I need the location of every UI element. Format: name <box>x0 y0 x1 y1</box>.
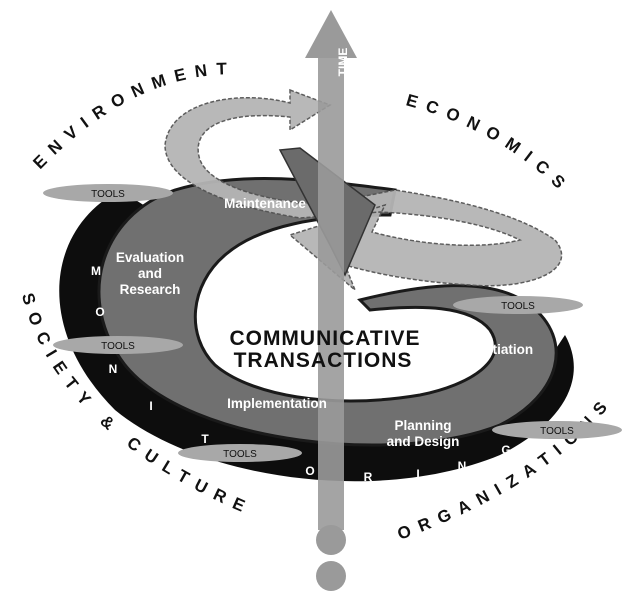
time-dot-2 <box>316 561 346 591</box>
tools-oval-right-lower: TOOLS <box>492 421 622 439</box>
tools-label: TOOLS <box>540 426 574 437</box>
monitoring-letter: O <box>95 305 104 319</box>
phase-evaluation-line-1: Evaluation <box>116 250 184 265</box>
monitoring-letter: M <box>91 264 101 278</box>
tools-label: TOOLS <box>223 449 257 460</box>
monitoring-letter: G <box>501 443 510 457</box>
tools-label: TOOLS <box>501 301 535 312</box>
tools-oval-bottom-left: TOOLS <box>178 444 302 462</box>
time-label: TIME <box>336 48 350 77</box>
phase-evaluation-line-2: and <box>138 266 162 281</box>
phase-evaluation-line-3: Research <box>120 282 181 297</box>
time-dot-1 <box>316 525 346 555</box>
center-title-line-1: COMMUNICATIVE <box>229 327 420 350</box>
phase-planning-line-1: Planning <box>395 418 452 433</box>
monitoring-letter: N <box>458 459 467 473</box>
maintenance-arrow <box>164 88 563 291</box>
monitoring-letter: N <box>109 362 118 376</box>
tools-oval-right-upper: TOOLS <box>453 296 583 314</box>
tools-label: TOOLS <box>91 189 125 200</box>
time-arrow-head <box>305 10 357 58</box>
tools-oval-top-left: TOOLS <box>43 184 173 202</box>
monitoring-letter: T <box>201 432 209 446</box>
phase-planning-line-2: and Design <box>387 434 460 449</box>
monitoring-letter: I <box>416 467 419 481</box>
time-arrow-shaft <box>318 55 344 530</box>
center-title-line-2: TRANSACTIONS <box>234 349 413 372</box>
ring-label-economics: ECONOMICS <box>404 90 575 198</box>
phase-maintenance: Maintenance <box>224 196 306 211</box>
monitoring-letter: O <box>305 464 314 478</box>
spiral-band <box>97 176 558 447</box>
tools-oval-mid-left: TOOLS <box>53 336 183 354</box>
monitoring-letter: I <box>149 399 152 413</box>
phase-implementation: Implementation <box>227 396 327 411</box>
tools-label: TOOLS <box>101 341 135 352</box>
phase-initiation: Initiation <box>477 342 533 357</box>
monitoring-letter: R <box>364 470 373 484</box>
